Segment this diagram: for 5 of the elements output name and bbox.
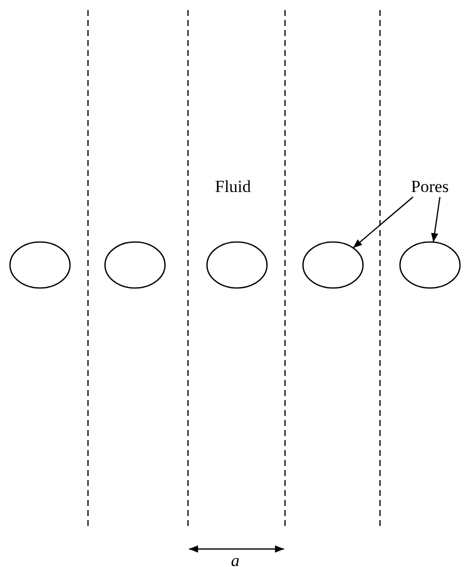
leader-arrow <box>431 196 440 242</box>
leader-arrow <box>352 196 414 248</box>
region-label: Fluid <box>215 178 251 195</box>
dimension-label: a <box>231 552 240 567</box>
callout-label: Pores <box>411 178 449 195</box>
